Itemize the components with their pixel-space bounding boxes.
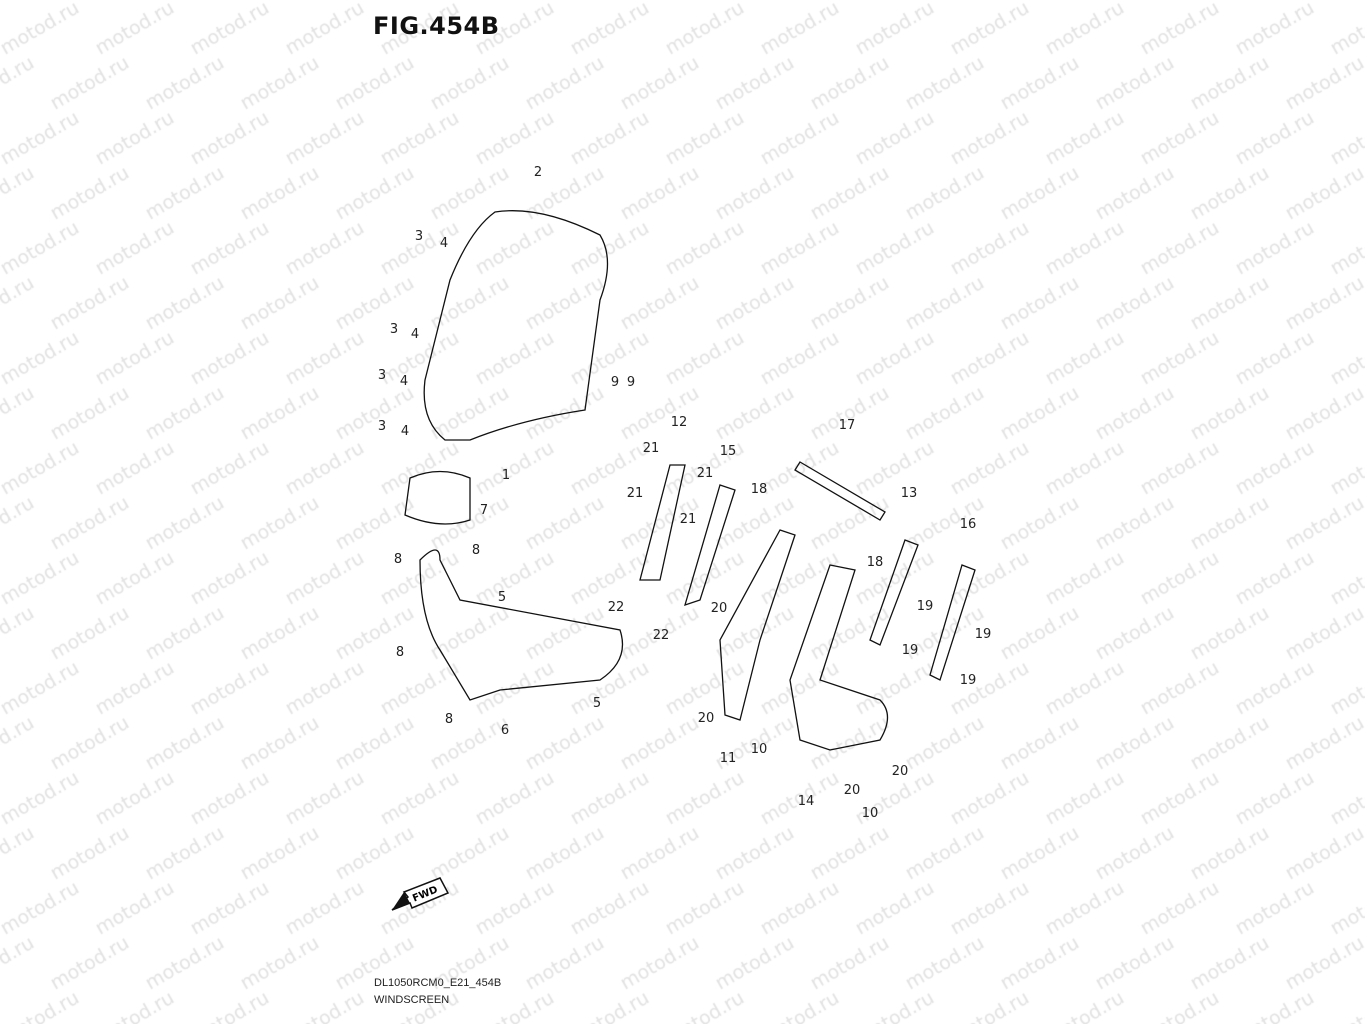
callout-20: 20 bbox=[698, 711, 715, 726]
callout-8: 8 bbox=[445, 712, 453, 727]
callout-5: 5 bbox=[498, 590, 506, 605]
callout-19: 19 bbox=[975, 627, 992, 642]
callout-21: 21 bbox=[627, 486, 644, 501]
figure-title: FIG.454B bbox=[373, 12, 500, 40]
callout-10: 10 bbox=[751, 742, 768, 757]
callout-4: 4 bbox=[440, 236, 448, 251]
callout-2: 2 bbox=[534, 165, 542, 180]
callout-18: 18 bbox=[751, 482, 768, 497]
callout-19: 19 bbox=[960, 673, 977, 688]
callout-8: 8 bbox=[394, 552, 402, 567]
callout-19: 19 bbox=[917, 599, 934, 614]
bracket-part-14 bbox=[789, 564, 889, 751]
callout-21: 21 bbox=[680, 512, 697, 527]
footer-name: WINDSCREEN bbox=[374, 994, 450, 1006]
callout-4: 4 bbox=[401, 424, 409, 439]
callout-13: 13 bbox=[901, 486, 918, 501]
fwd-arrow-icon: FWD bbox=[391, 877, 450, 911]
callout-6: 6 bbox=[501, 723, 509, 738]
callout-21: 21 bbox=[697, 466, 714, 481]
callout-7: 7 bbox=[480, 503, 488, 518]
callout-12: 12 bbox=[671, 415, 688, 430]
callout-3: 3 bbox=[378, 419, 386, 434]
callout-22: 22 bbox=[608, 600, 625, 615]
lower-cover-part-6 bbox=[419, 549, 624, 701]
rod-part-17 bbox=[794, 461, 886, 521]
callout-15: 15 bbox=[720, 444, 737, 459]
bracket-part-11 bbox=[719, 529, 796, 721]
callout-4: 4 bbox=[400, 374, 408, 389]
windscreen-part bbox=[423, 210, 609, 441]
callout-21: 21 bbox=[643, 441, 660, 456]
rail-part-13 bbox=[869, 539, 919, 646]
callout-11: 11 bbox=[720, 751, 737, 766]
callout-14: 14 bbox=[798, 794, 815, 809]
callout-5: 5 bbox=[593, 696, 601, 711]
callout-18: 18 bbox=[867, 555, 884, 570]
footer-code: DL1050RCM0_E21_454B bbox=[374, 977, 502, 989]
callout-19: 19 bbox=[902, 643, 919, 658]
callout-9: 9 bbox=[627, 375, 635, 390]
callout-17: 17 bbox=[839, 418, 856, 433]
rail-part-15 bbox=[684, 484, 736, 607]
callout-9: 9 bbox=[611, 375, 619, 390]
rail-part-12 bbox=[639, 464, 686, 581]
callout-8: 8 bbox=[472, 543, 480, 558]
callout-3: 3 bbox=[378, 368, 386, 383]
callout-20: 20 bbox=[711, 601, 728, 616]
callout-3: 3 bbox=[390, 322, 398, 337]
callout-8: 8 bbox=[396, 645, 404, 660]
callout-16: 16 bbox=[960, 517, 977, 532]
callout-20: 20 bbox=[844, 783, 861, 798]
rail-part-16 bbox=[929, 564, 976, 681]
callout-3: 3 bbox=[415, 229, 423, 244]
callout-4: 4 bbox=[411, 327, 419, 342]
callout-20: 20 bbox=[892, 764, 909, 779]
callout-1: 1 bbox=[502, 468, 510, 483]
callout-10: 10 bbox=[862, 806, 879, 821]
trim-part-7 bbox=[404, 470, 471, 525]
callout-22: 22 bbox=[653, 628, 670, 643]
